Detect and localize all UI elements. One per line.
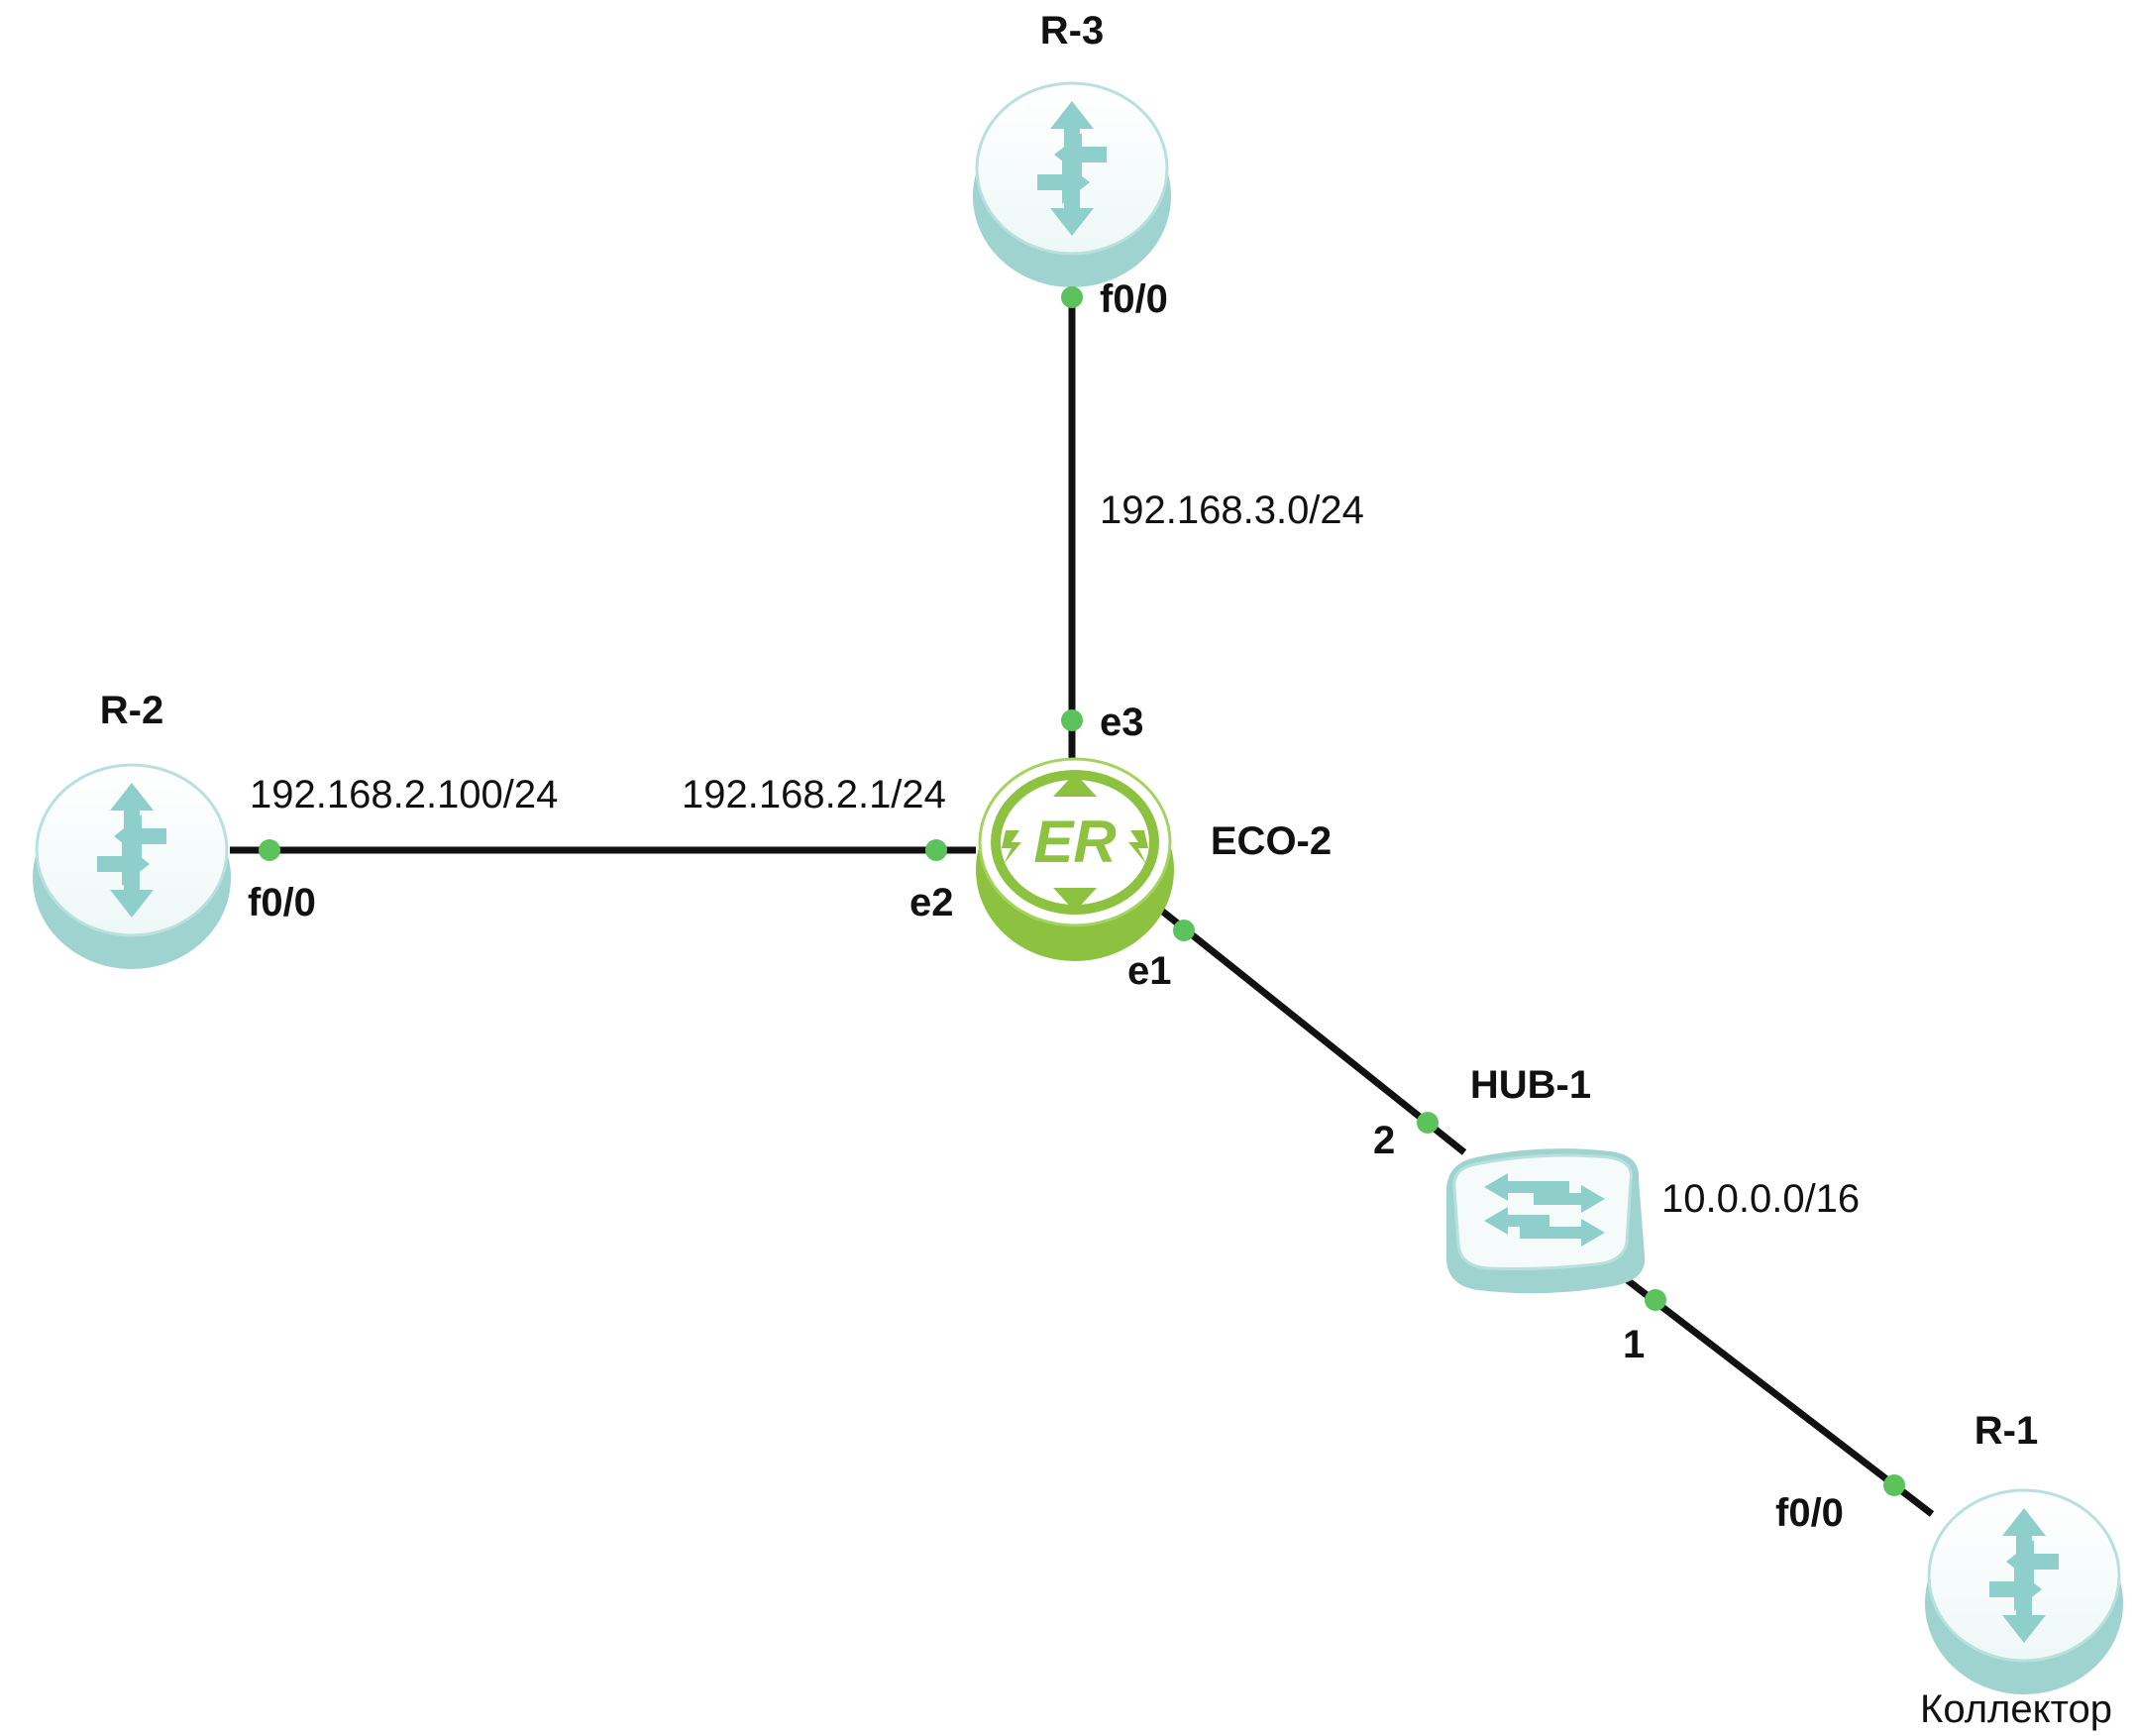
port-label-hub1-p2: 2 <box>1373 1119 1395 1162</box>
router-icon <box>973 81 1171 287</box>
port-label-r2-f00: f0/0 <box>248 881 316 924</box>
router-icon <box>1925 1488 2123 1694</box>
port-label-eco2-e2: e2 <box>909 881 954 924</box>
port-label-r1-f00: f0/0 <box>1775 1491 1844 1535</box>
ip-label-eco2-e2: 192.168.2.1/24 <box>682 773 946 816</box>
router-icon <box>33 763 231 969</box>
port-label-eco2-e3: e3 <box>1100 701 1144 744</box>
port-dot-eco2-e3 <box>1061 709 1083 731</box>
node-label-eco2: ECO-2 <box>1211 819 1332 863</box>
node-label-hub1: HUB-1 <box>1470 1063 1591 1107</box>
port-dot-eco2-e1 <box>1173 920 1195 941</box>
port-dot-hub1-p2 <box>1417 1112 1439 1134</box>
ip-label-r2: 192.168.2.100/24 <box>250 773 558 816</box>
network-label-hub: 10.0.0.0/16 <box>1661 1177 1860 1221</box>
hub-hub1[interactable] <box>1446 1148 1646 1294</box>
port-dot-hub1-p1 <box>1645 1289 1666 1311</box>
node-label-r2: R-2 <box>100 689 163 732</box>
hub-icon <box>1446 1148 1646 1294</box>
port-dot-r3-f00 <box>1061 286 1083 308</box>
port-dot-eco2-e2 <box>925 839 947 861</box>
port-dot-r2-f00 <box>259 839 280 861</box>
eco-router-eco2[interactable]: ER <box>976 757 1174 961</box>
port-label-eco2-e1: e1 <box>1127 949 1172 993</box>
eco-router-icon: ER <box>976 757 1174 961</box>
router-r2[interactable] <box>33 763 231 969</box>
router-r3[interactable] <box>973 81 1171 287</box>
network-label-r3: 192.168.3.0/24 <box>1100 488 1364 532</box>
router-r1[interactable] <box>1925 1488 2123 1694</box>
port-label-hub1-p1: 1 <box>1623 1323 1645 1366</box>
link-eco2-hub1 <box>1151 902 1467 1155</box>
node-label-r3: R-3 <box>1040 9 1104 53</box>
link-hub1-r1 <box>1622 1275 1935 1517</box>
eco-logo: ER <box>1033 809 1116 875</box>
port-dot-r1-f00 <box>1883 1474 1905 1496</box>
port-label-r3-f00: f0/0 <box>1100 277 1168 321</box>
node-note-r1: Коллектор <box>1920 1687 2112 1731</box>
node-label-r1: R-1 <box>1975 1409 2038 1453</box>
